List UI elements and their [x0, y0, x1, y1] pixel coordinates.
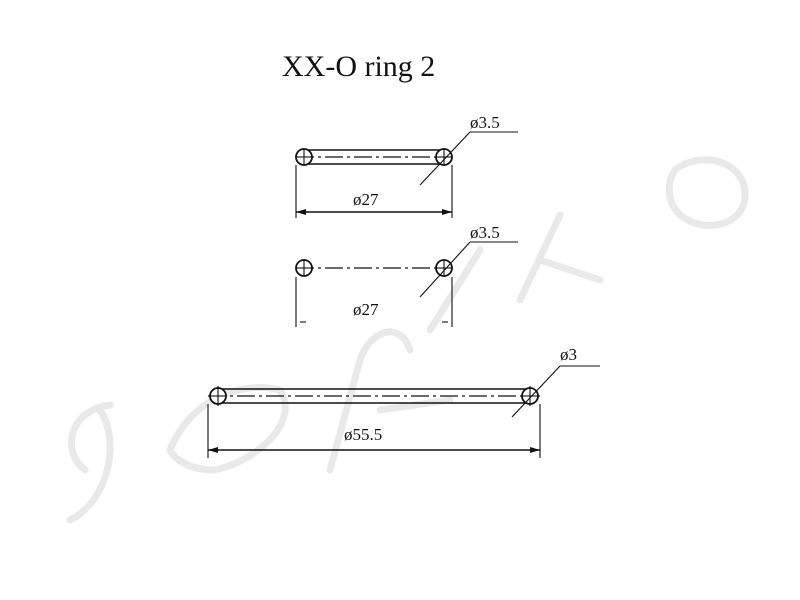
ring-3: ø3 ø55.5 — [207, 345, 600, 458]
ring-1-section-label: ø3.5 — [470, 113, 500, 132]
ring-1-section-leader — [419, 131, 471, 186]
ring-3-section-leader — [511, 365, 561, 418]
ring-2-diameter-label: ø27 — [353, 300, 379, 319]
diagram-title: XX-O ring 2 — [282, 50, 435, 83]
ring-1-diameter-label: ø27 — [353, 190, 379, 209]
watermark-logo — [66, 156, 749, 524]
ring-2: ø3.5 ø27 — [295, 223, 518, 327]
ring-2-section-leader — [419, 241, 471, 298]
ring-3-section-label: ø3 — [560, 345, 577, 364]
ring-3-diameter-label: ø55.5 — [344, 425, 382, 444]
ring-2-section-label: ø3.5 — [470, 223, 500, 242]
ring-1: ø3.5 ø27 — [295, 113, 518, 218]
